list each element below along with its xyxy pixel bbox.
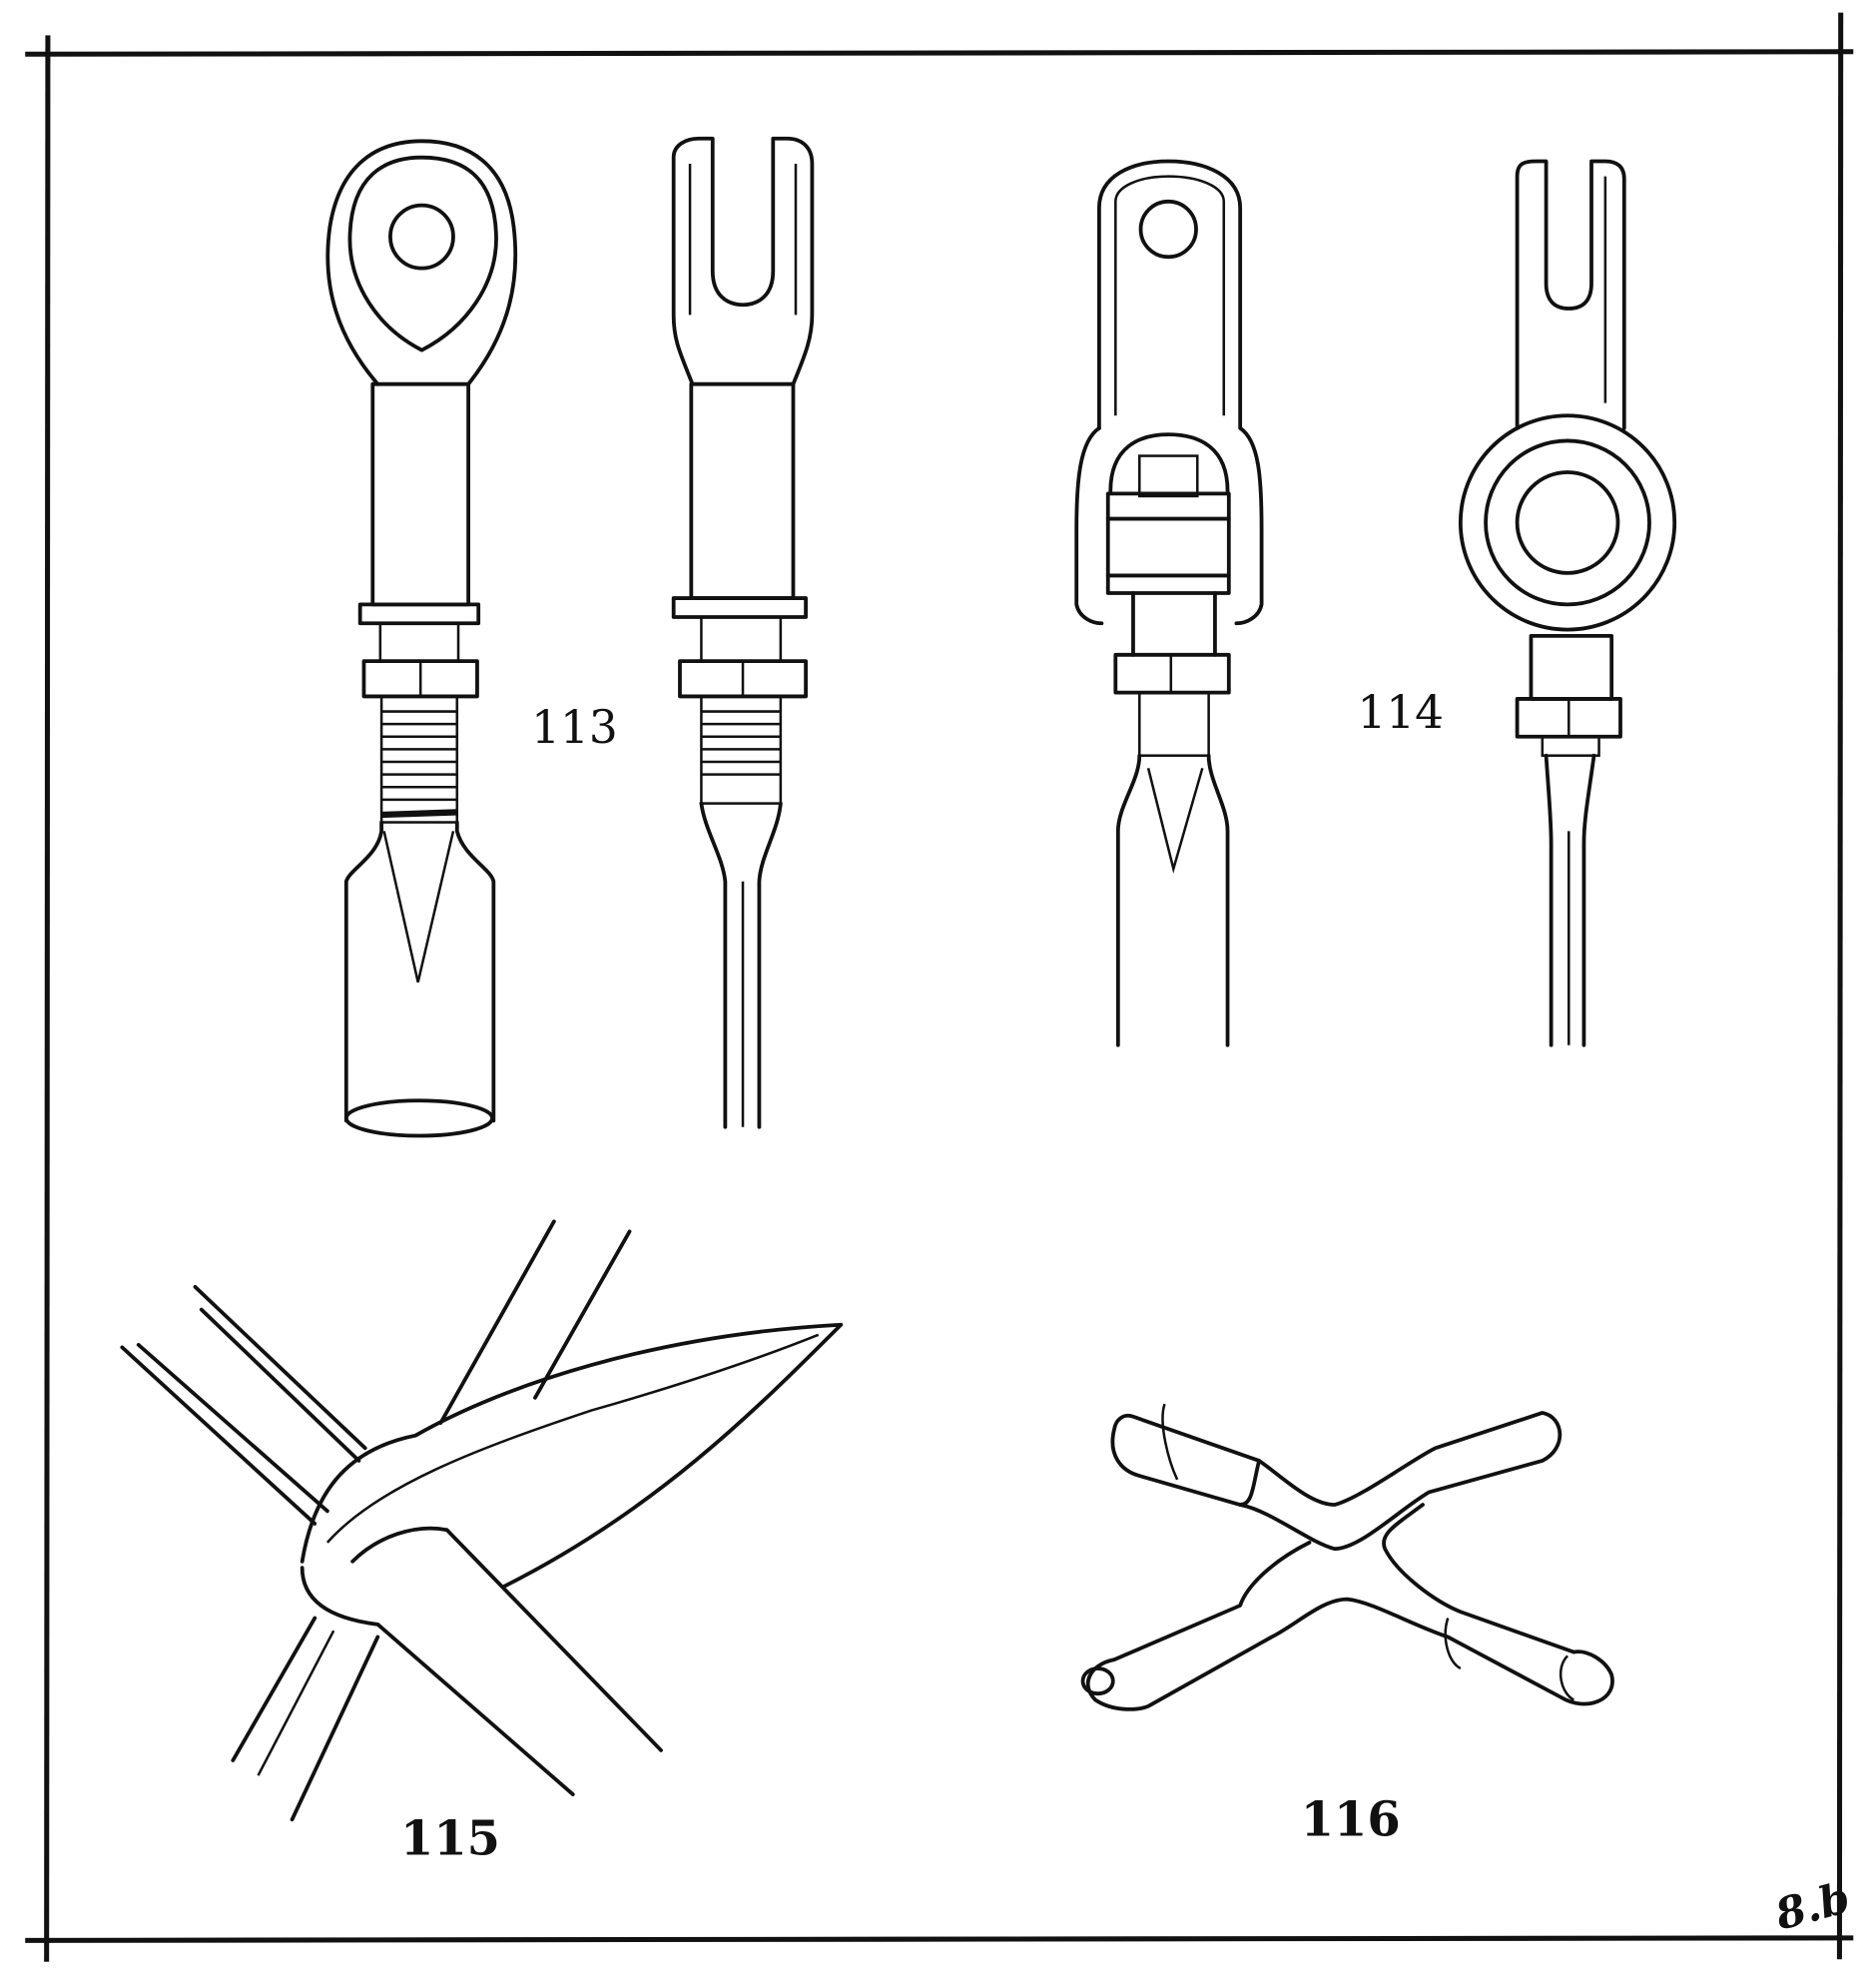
fig113-label: 113	[531, 701, 618, 754]
fig116-cross-key	[1080, 1403, 1614, 1711]
plate-border	[25, 12, 1854, 1962]
fig114-label: 114	[1357, 686, 1444, 739]
fig115-wire-crossing-guard	[120, 1219, 844, 1822]
fig113-eye-rod	[325, 139, 518, 1138]
fig114-ring-fork-rod	[1458, 159, 1677, 1047]
fig115-label: 115	[400, 1811, 500, 1867]
fig113-fork-rod	[671, 136, 815, 1129]
fig116-label: 116	[1301, 1792, 1401, 1848]
artist-signature: 8.b	[1769, 1873, 1855, 1941]
fig114-clevis-rod	[1074, 159, 1264, 1047]
